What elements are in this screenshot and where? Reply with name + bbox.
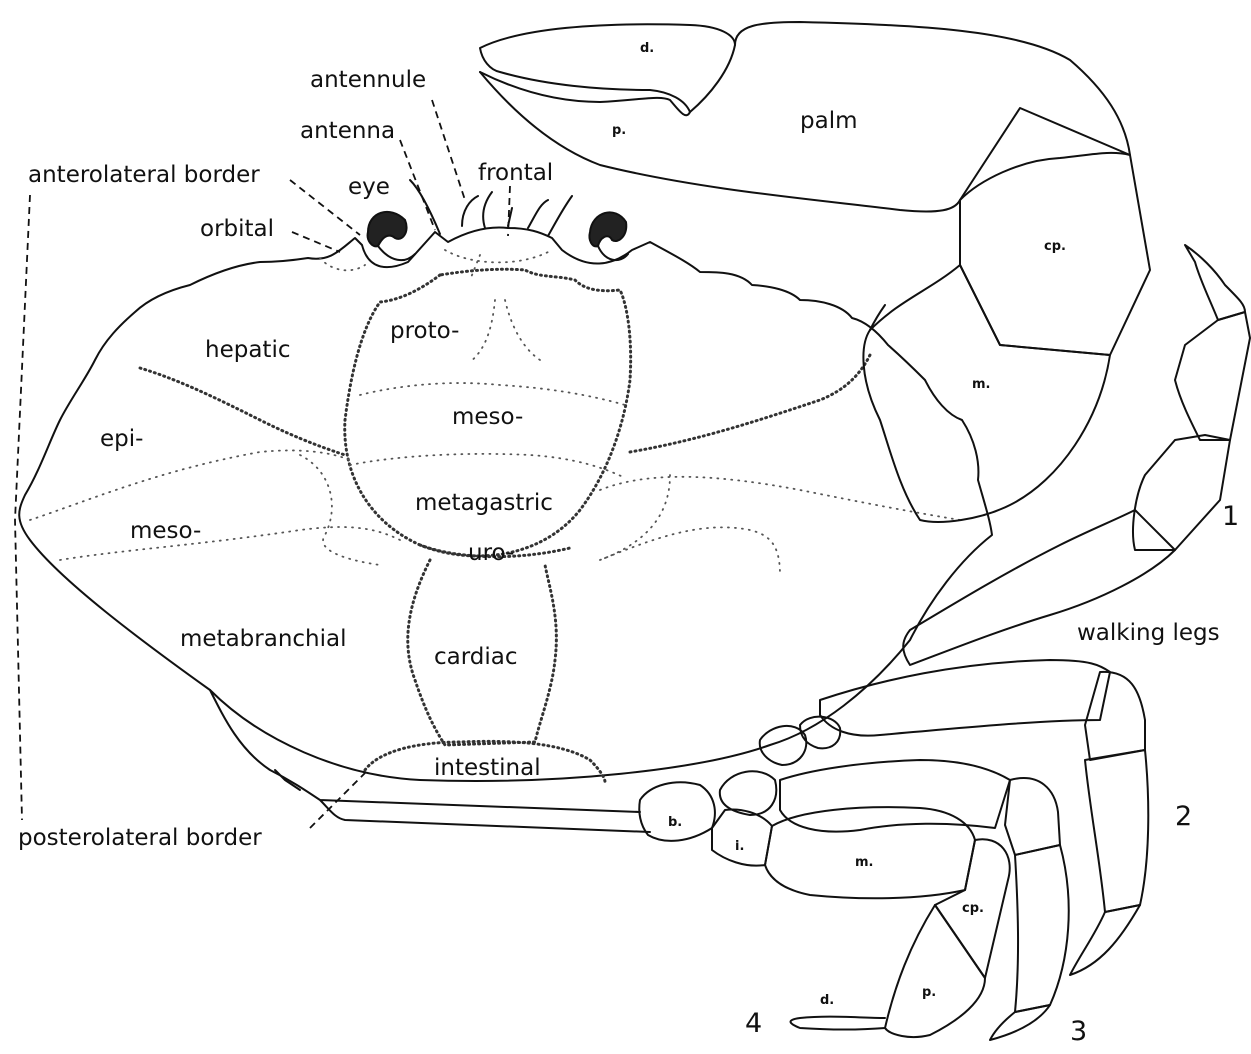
label-leg4-basis: b. [668,815,682,830]
leg4-propodus [885,905,985,1037]
posterior-margin [210,690,650,832]
mesogastric-process [470,300,540,362]
right-eye-stalk [598,246,628,260]
right-eye-icon [589,212,626,246]
label-antennule: antennule [310,67,426,93]
leg3-propodus [1015,845,1069,1012]
leg-number-3: 3 [1070,1016,1087,1047]
leg3-merus [780,760,1010,832]
leg2-carpus [1085,672,1145,760]
label-leg4-merus: m. [855,855,873,870]
leg4-ischium [712,810,772,866]
left-eye-stalk [378,246,415,260]
leg-number-2: 2 [1175,801,1192,832]
orbital-region-lines [320,250,552,280]
leg4-dactyl [791,1017,885,1030]
label-intestinal: intestinal [434,755,541,781]
label-metagastric: metagastric [415,490,553,516]
label-claw-carpus: cp. [1044,239,1066,254]
leader-antennule [432,100,465,200]
carpus-segment [960,108,1150,355]
leader-orbital [292,232,340,252]
antenna-line [410,180,440,234]
leg3-carpus [1005,778,1060,855]
label-cardiac: cardiac [434,644,518,670]
label-claw-propodus: p. [612,123,626,138]
label-uro: uro- [468,540,514,566]
label-hepatic: hepatic [205,337,290,363]
label-epi: epi- [100,426,143,452]
proto-meso-line [360,383,625,405]
label-antenna: antenna [300,118,395,144]
label-leg4-dactyl: d. [820,993,834,1008]
leg-number-1: 1 [1222,501,1239,532]
fixed-finger [480,72,690,115]
left-eye-icon [368,212,407,246]
label-walking-legs: walking legs [1077,620,1220,646]
label-proto: proto- [390,318,459,344]
label-posterolateral-border: posterolateral border [18,825,262,851]
label-leg4-ischium: i. [735,839,744,854]
leg4-merus [765,807,975,898]
merus-segment [863,265,1110,522]
label-claw-merus: m. [972,377,990,392]
label-leg4-carpus: cp. [962,901,984,916]
leader-antenna [400,140,435,230]
label-palm: palm [800,108,858,134]
epibranchial-line [30,450,350,520]
mesobranchial-line [60,527,400,560]
label-leg4-propodus: p. [922,985,936,1000]
label-metabranchial: metabranchial [180,626,347,652]
label-meso-branchial: meso- [130,518,201,544]
right-branchial-lines [600,477,960,575]
leg3-dactyl [990,1005,1050,1040]
leg2-merus [820,660,1110,736]
leg2-dactyl [1070,905,1140,975]
leg1-propodus [1175,312,1250,440]
dactyl-segment [480,24,735,112]
label-anterolateral-border: anterolateral border [28,162,260,188]
leg1-carpus [1133,435,1230,550]
label-meso-gastric: meso- [452,404,523,430]
border-bracket [15,195,30,820]
label-orbital: orbital [200,216,274,242]
meso-metagastric-line [350,454,625,478]
leg1-dactyl [1185,245,1245,320]
label-claw-dactyl: d. [640,41,654,56]
label-eye: eye [348,174,390,200]
leg2-propodus [1085,750,1148,912]
label-frontal: frontal [478,160,553,186]
leg-number-4: 4 [745,1008,762,1039]
